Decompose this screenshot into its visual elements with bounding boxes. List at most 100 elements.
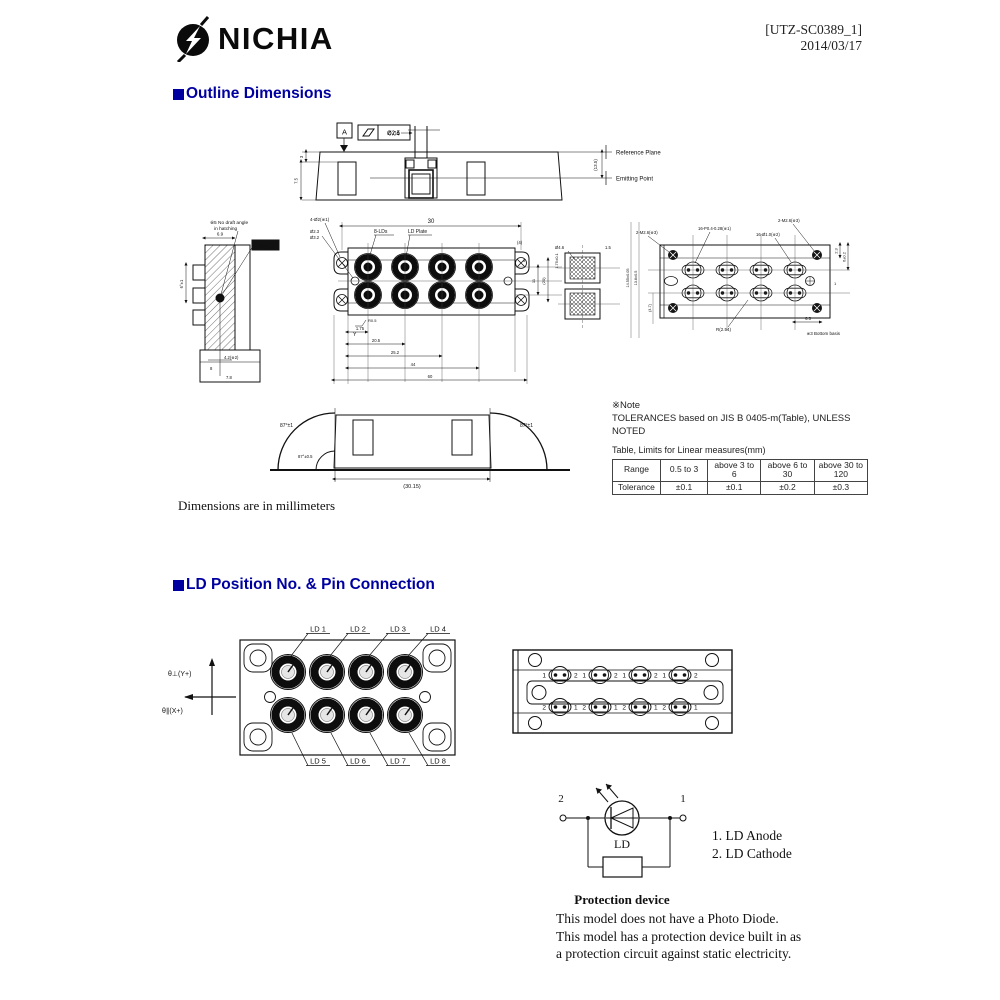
dim-bv-r3: 1 <box>834 281 837 286</box>
ld7-label: LD 7 <box>390 757 406 766</box>
note-text: TOLERANCES based on JIS B 0405-m(Table),… <box>612 412 851 437</box>
dim-plan-r1: 5 <box>523 258 526 263</box>
cell-range-4: above 30 to 120 <box>813 458 869 483</box>
ld6-label: LD 6 <box>350 757 366 766</box>
footer-line-3: a protection circuit against static elec… <box>556 946 792 961</box>
ld1-label: LD 1 <box>310 625 326 634</box>
protection-circuit-diagram: 2 1 LD Protection device <box>558 783 687 907</box>
protection-device-box <box>602 856 643 878</box>
bottom-corner-screws <box>668 250 822 313</box>
emitting-point-label: Emitting Point <box>616 177 653 183</box>
brand-name: NICHIA <box>218 21 334 56</box>
protection-device-label: Protection device <box>574 892 670 907</box>
dim-top-dia: Ø2.5 <box>387 131 401 137</box>
ld3-label: LD 3 <box>390 625 406 634</box>
pin-groups <box>548 666 692 716</box>
side-view: 6.9 6°±1 ※5 No draft angle in hatching M… <box>179 220 280 383</box>
flag-label: R0.5 <box>368 318 377 323</box>
ld-position-diagram: θ⊥(Y+) θ∥(X+) LD 1 LD 2 LD 3 LD 4 LD 5 L… <box>162 625 456 766</box>
pin-num: 2 <box>542 705 546 712</box>
pin-num: 2 <box>574 673 578 680</box>
square-bullet-icon <box>173 579 184 591</box>
hole-callout-bottom: 16-Ø1.0(※2) <box>756 232 780 237</box>
pin-callout: 16-P0.4-0.28(※1) <box>698 226 731 231</box>
chain-4: 60 <box>428 374 433 379</box>
dim-side-3: 7.8 <box>226 375 232 380</box>
bottom-view: 2-M2.6(※3) 16-P0.4-0.28(※1) 2-M2.6(※3) 1… <box>626 218 850 338</box>
cell-tol-1: ±0.1 <box>659 481 709 495</box>
cell-range: Range <box>612 458 661 483</box>
plan-view: 30 4-Ø2(※1) Ø2.3 Ø3.2 8-LDs LD Plate (4)… <box>310 217 562 384</box>
ld5-label: LD 5 <box>310 757 326 766</box>
pin-numbers: 1 2 1 2 1 2 1 2 2 1 2 1 2 1 2 1 <box>542 673 698 712</box>
pin-num: 1 <box>614 705 618 712</box>
dim-right: (13.5) <box>593 159 598 171</box>
screw-callout-left: 2-M2.6(※3) <box>636 230 658 235</box>
ld4-label: LD 4 <box>430 625 446 634</box>
anode-legend: 1. LD Anode <box>712 828 783 843</box>
dim-plan-r3: (20) <box>541 277 546 285</box>
ld8-label: LD 8 <box>430 757 446 766</box>
ld-title-text: LD Position No. & Pin Connection <box>186 576 435 593</box>
bottom-basis-note: ※3 Bottom basis <box>806 331 840 336</box>
dia2-callout: Ø3.2 <box>310 235 320 240</box>
note-mark: ※Note <box>612 400 641 411</box>
dim-bv-l2: 13.8±0.5 <box>634 271 638 286</box>
section-top-dim: 1.5 <box>605 245 611 250</box>
pin-num: 1 <box>622 673 626 680</box>
nichia-logo-icon <box>176 16 210 62</box>
reference-plane-label: Reference Plane <box>616 151 661 157</box>
pin-num: 1 <box>662 673 666 680</box>
axis-x-label: θ∥(X+) <box>162 707 183 715</box>
table-title: Table, Limits for Linear measures(mm) <box>612 445 766 456</box>
dim-side-2: 8 <box>210 366 213 371</box>
ld-symbol-label: LD <box>614 837 630 851</box>
document-id: [UTZ-SC0389_1] <box>765 22 862 37</box>
dim-side-left: 6°±1 <box>179 279 184 288</box>
chain-1: 20.5 <box>372 338 381 343</box>
document-date: 2014/03/17 <box>800 38 862 53</box>
pin-num: 1 <box>582 673 586 680</box>
hatch-note-1: ※5 No draft angle <box>210 220 248 226</box>
angle-left-inner: 87°±0.5 <box>298 454 313 459</box>
dim-left-top: 3 <box>299 155 304 158</box>
axis-indicator <box>184 658 236 715</box>
ld2-label: LD 2 <box>350 625 366 634</box>
cathode-legend: 2. LD Cathode <box>712 845 792 861</box>
dim-bv-r2: 6±0.2 <box>842 251 847 262</box>
corner-screws <box>336 257 527 306</box>
chain-0: 1.75 <box>356 326 365 331</box>
cell-range-3: above 6 to 30 <box>760 458 815 483</box>
dim-plan-r4: 1.75±0.1 <box>554 252 559 268</box>
section-title-outline: Outline Dimensions <box>173 85 332 103</box>
m-label: M(※1) <box>258 244 273 250</box>
pin-pads <box>681 261 807 302</box>
cell-range-2: above 3 to 6 <box>707 458 762 483</box>
pin-num: 1 <box>654 705 658 712</box>
angle-right: 87°±1 <box>520 423 533 429</box>
square-bullet-icon <box>173 88 184 100</box>
ld-plate-callout: LD Plate <box>408 229 427 235</box>
dia1-callout: Ø2.3 <box>310 229 320 234</box>
footer-line-1: This model does not have a Photo Diode. <box>556 911 779 926</box>
tolerance-table: Range 0.5 to 3 above 3 to 6 above 6 to 3… <box>612 458 869 495</box>
ld-label-leaders <box>290 633 450 766</box>
section-view: Ø4.6 1.5 <box>555 245 620 328</box>
cell-tol-3: ±0.2 <box>760 481 815 495</box>
pin-num: 1 <box>542 673 546 680</box>
r-callout: R(2.54) <box>716 327 732 332</box>
lds-callout: 8-LDs <box>374 229 388 235</box>
cell-tol-2: ±0.1 <box>707 481 762 495</box>
pin-num: 2 <box>662 705 666 712</box>
document-info: [UTZ-SC0389_1] 2014/03/17 <box>765 22 862 54</box>
hole-callout: 4-Ø2(※1) <box>310 217 330 222</box>
centerlines <box>333 222 562 384</box>
pin-legend: 1. LD Anode 2. LD Cathode <box>712 827 792 862</box>
cell-range-1: 0.5 to 3 <box>659 458 709 483</box>
cell-tol-4: ±0.3 <box>813 481 869 495</box>
ld-emitters <box>270 654 423 733</box>
pin-num: 2 <box>694 673 698 680</box>
footer-notes: This model does not have a Photo Diode. … <box>556 910 801 963</box>
dim-side-1: 4.2(※2) <box>224 355 239 360</box>
